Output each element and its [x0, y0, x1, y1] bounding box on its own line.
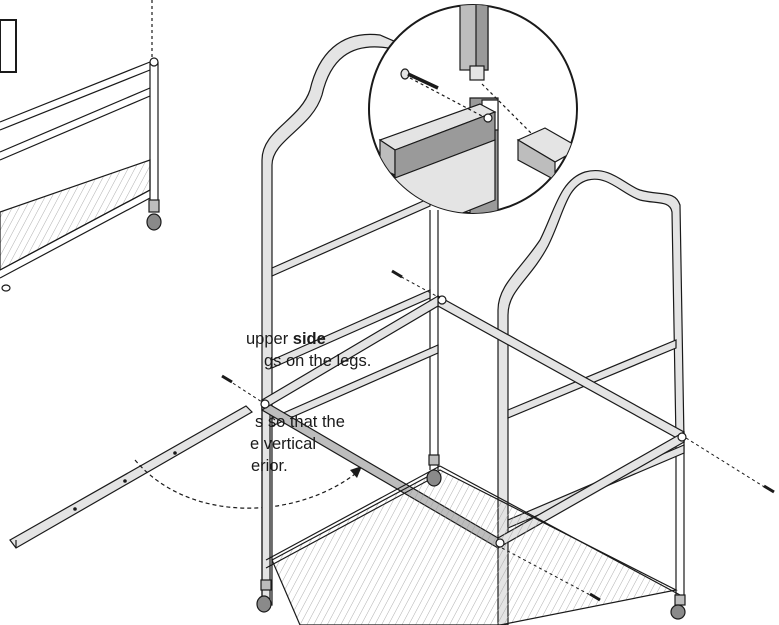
instruction-text: upper side [246, 328, 326, 350]
screw-icon [221, 374, 233, 384]
arrow-head-icon [350, 466, 362, 478]
screw-icon [400, 68, 439, 90]
move-direction-arrow [134, 459, 361, 509]
cart-frame [256, 33, 687, 625]
instruction-line-1-prefix: upper [246, 330, 293, 348]
joint-connector [495, 538, 505, 548]
screw-icon [589, 592, 601, 602]
cropped-box [0, 19, 17, 73]
screw-head [1, 284, 11, 292]
caster-wheel-icon [146, 199, 162, 231]
joint-connector [149, 57, 159, 67]
joint-connector [260, 399, 270, 409]
instruction-line-3: s so that the [255, 413, 345, 431]
bottom-wire-shelf [271, 469, 678, 625]
caster-wheel-icon [670, 594, 686, 620]
loose-side-rail [9, 405, 253, 549]
instruction-line-5: erior. [251, 457, 288, 475]
instruction-line-4: e vertical [250, 435, 317, 453]
screw-icon [391, 269, 403, 279]
instruction-line-2: gs on the legs. [264, 352, 372, 370]
caster-wheel-icon [256, 579, 272, 613]
caster-wheel-icon [426, 454, 442, 487]
joint-connector [677, 432, 687, 442]
screw-icon [763, 484, 775, 494]
detail-zoom-circle [368, 4, 578, 214]
screws [221, 269, 775, 602]
previous-step-cart [0, 0, 162, 292]
instruction-line-1-bold: side [292, 330, 326, 348]
back-upper-side-rail [437, 294, 685, 444]
